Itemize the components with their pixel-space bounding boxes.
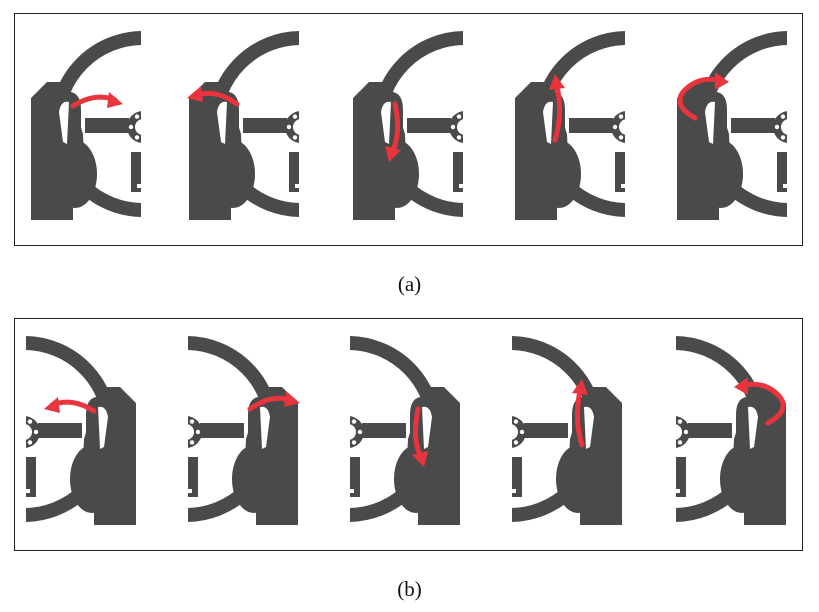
arrow-up-icon xyxy=(549,74,565,143)
circular-arrow-icon xyxy=(677,72,729,121)
caption-b: (b) xyxy=(397,577,422,601)
curved-arrow-right-icon xyxy=(44,397,97,414)
hand-on-wheel-icon xyxy=(512,336,622,525)
curved-arrow-right-icon xyxy=(70,92,123,109)
hand-on-wheel-icon xyxy=(187,31,299,220)
gesture-row-b xyxy=(26,336,786,525)
gesture-panel-a xyxy=(14,13,803,246)
curved-arrow-left-icon xyxy=(247,391,300,412)
gesture-panel-b xyxy=(14,318,803,551)
arrow-up-icon xyxy=(572,379,588,448)
hand-on-wheel-icon xyxy=(188,336,300,525)
arrow-down-icon xyxy=(412,406,428,467)
hand-on-wheel-icon xyxy=(353,31,463,220)
arrow-down-icon xyxy=(385,101,401,162)
hand-on-wheel-icon xyxy=(350,336,460,525)
hand-on-wheel-icon xyxy=(676,336,786,525)
curved-arrow-left-icon xyxy=(187,86,240,107)
hand-on-wheel-icon xyxy=(31,31,141,220)
circular-arrow-icon xyxy=(734,377,786,426)
gesture-row-a xyxy=(31,31,787,220)
hand-on-wheel-icon xyxy=(26,336,136,525)
hand-on-wheel-icon xyxy=(677,31,787,220)
hand-on-wheel-icon xyxy=(515,31,625,220)
caption-a: (a) xyxy=(397,272,422,296)
